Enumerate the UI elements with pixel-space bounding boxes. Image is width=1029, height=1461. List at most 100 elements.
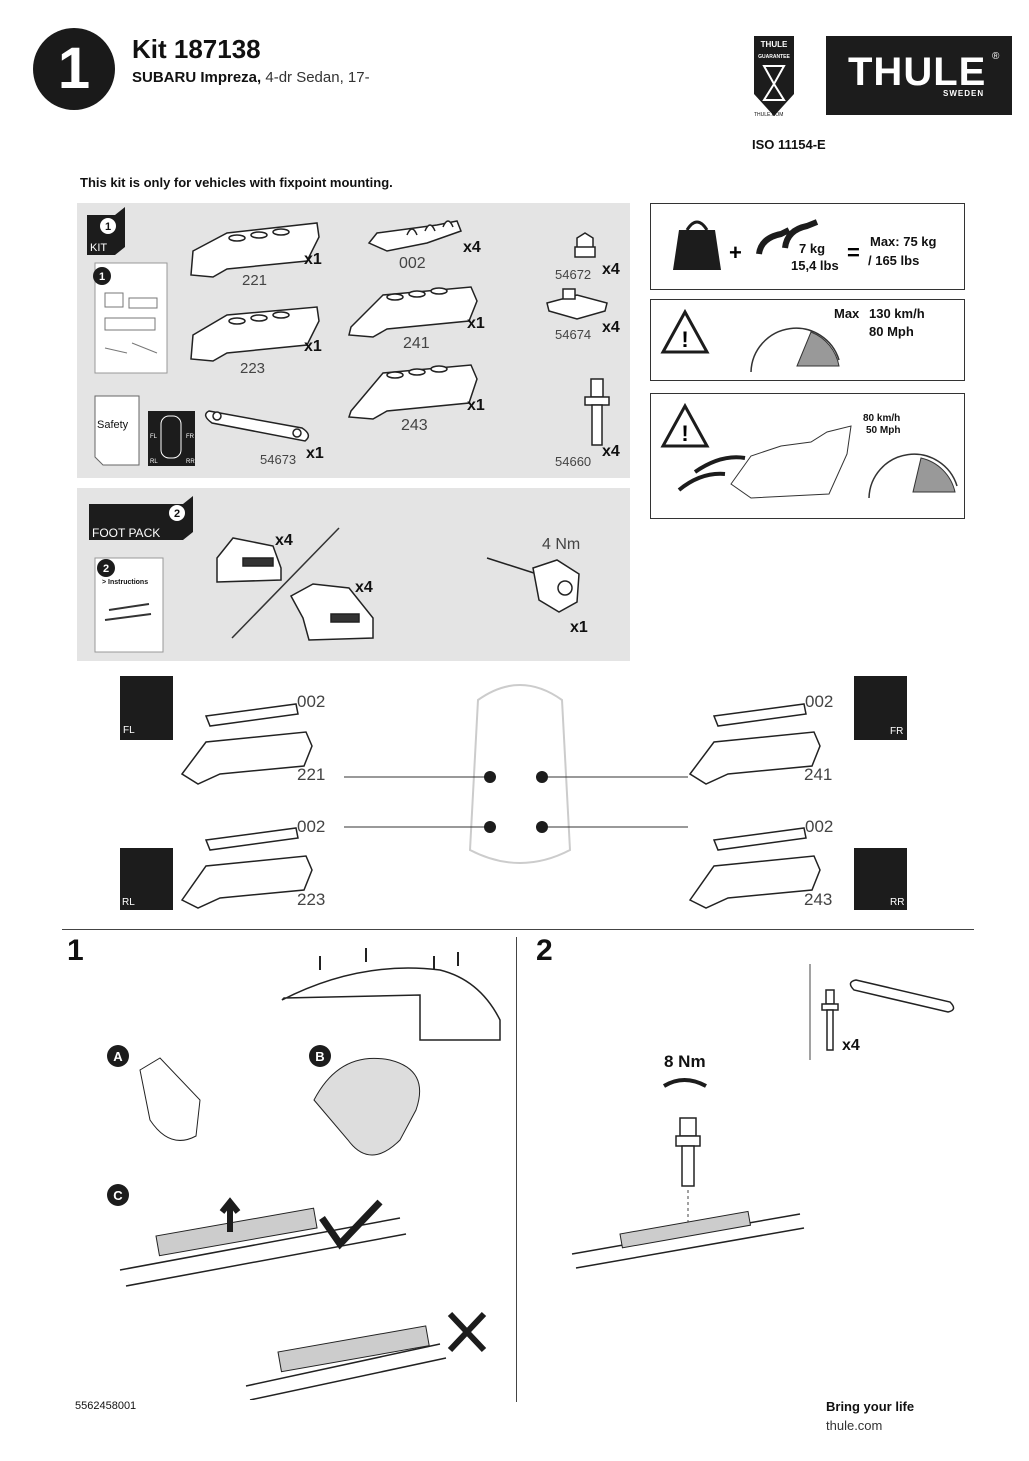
fitting-position-diagram — [120, 676, 907, 910]
guarantee-badge-icon: THULE GUARANTEE — [754, 36, 794, 116]
step2-torque: 8 Nm — [664, 1052, 706, 1071]
logo-reg: ® — [992, 51, 1000, 62]
bolt-small-icon — [821, 989, 839, 1051]
svg-text:!: ! — [681, 327, 688, 352]
fr-pad-icon — [688, 731, 821, 785]
code-223: 223 — [240, 360, 266, 377]
thule-logo: THULE SWEDEN ® — [826, 36, 1012, 115]
footer-url[interactable]: thule.com — [826, 1418, 883, 1433]
guarantee-top-text: THULE — [761, 40, 788, 49]
rl-pad-icon — [180, 855, 313, 909]
bar-weight-lbs: 15,4 lbs — [791, 258, 839, 273]
foot-flush-icon — [289, 583, 374, 641]
foot-evo-icon — [216, 537, 282, 583]
car-top-icon: FL FR RL RR — [148, 411, 195, 466]
clip-54674-icon — [546, 288, 608, 320]
tag-fl: FL — [123, 725, 135, 736]
roof-bars-icon — [756, 219, 819, 255]
step1-a: A — [113, 1049, 123, 1064]
speed-limit-box: ! Max 130 km/h 80 Mph — [650, 299, 965, 381]
hand-clean-icon — [139, 1057, 201, 1141]
warning-icon — [660, 308, 710, 354]
rail-icon-2 — [245, 1343, 447, 1400]
qty-241: x1 — [467, 315, 485, 332]
foot-booklet-label: > Instructions — [102, 579, 148, 586]
car-roof-icon — [281, 967, 501, 1041]
fr-clamp-icon — [712, 703, 807, 727]
corner-rl-icon — [120, 848, 173, 910]
fl-pad-icon — [180, 731, 313, 785]
wind-icons: ! — [660, 402, 958, 499]
step2-illustrations — [571, 964, 955, 1269]
rr-top-code: 002 — [805, 817, 834, 836]
rotate-arrow-icon — [662, 1078, 707, 1088]
qty-002: x4 — [463, 239, 481, 256]
foot-qty-1: x4 — [275, 532, 293, 549]
rr-pad-icon — [688, 855, 821, 909]
pad-221-icon — [190, 222, 320, 278]
safety-booklet-icon: Safety — [94, 395, 140, 466]
warning-icon-2 — [660, 402, 710, 448]
document-code: 5562458001 — [75, 1400, 137, 1412]
corner-fl-icon — [120, 676, 173, 740]
car-side-icon — [730, 425, 852, 499]
rr-bottom-code: 243 — [804, 890, 833, 909]
pad-241-icon — [348, 286, 478, 338]
pad-223-icon — [190, 306, 320, 362]
logo-word: THULE — [848, 50, 987, 94]
wind-kmh: 80 km/h — [863, 413, 901, 424]
step2-qty: x4 — [842, 1037, 860, 1054]
wind-mph: 50 Mph — [866, 425, 901, 436]
rr-clamp-icon — [712, 827, 807, 851]
step1-b: B — [315, 1049, 324, 1064]
code-002: 002 — [399, 255, 426, 272]
corner-fr-icon — [854, 676, 907, 740]
corner-tag-fr: FR — [186, 434, 195, 440]
qty-54674: x4 — [602, 319, 620, 336]
clamp-002-icon — [367, 220, 462, 252]
step-divider — [516, 937, 517, 1402]
foot-pack-illustrations: 2 FOOT PACK 2 > Instructions — [89, 496, 580, 653]
vehicle-subtitle: SUBARU Impreza, 4-dr Sedan, 17- — [132, 69, 370, 86]
bolt-54660-icon — [584, 378, 610, 446]
max-load-lbs: / 165 lbs — [868, 253, 920, 268]
code-54674: 54674 — [555, 327, 592, 342]
corner-tag-fl: FL — [150, 434, 158, 440]
step1-illustrations: A B C — [107, 948, 501, 1400]
iso-standard: ISO 11154-E — [752, 137, 826, 152]
qty-223: x1 — [304, 338, 322, 355]
guarantee-mid-text: GUARANTEE — [758, 54, 790, 60]
wind-arrows-icon — [677, 455, 746, 492]
speed-mph: 80 Mph — [869, 324, 914, 339]
rl-top-code: 002 — [297, 817, 326, 836]
code-221: 221 — [242, 272, 268, 289]
qty-54672: x4 — [602, 261, 620, 278]
fr-top-code: 002 — [805, 692, 834, 711]
qty-54660: x4 — [602, 443, 620, 460]
plus-sign: + — [729, 240, 742, 265]
instr-booklet-num: 1 — [99, 271, 105, 283]
foot-qty-2: x4 — [355, 579, 373, 596]
code-54660: 54660 — [555, 454, 592, 469]
speedometer-icon — [750, 327, 840, 373]
code-241: 241 — [403, 335, 430, 352]
torque-label: 4 Nm — [542, 536, 581, 553]
max-load-kg: Max: 75 kg — [870, 234, 937, 249]
vehicle-make: SUBARU Impreza, — [132, 69, 262, 86]
speed-kmh: 130 km/h — [869, 306, 925, 321]
fixpoint-notice: This kit is only for vehicles with fixpo… — [80, 175, 393, 190]
step1-number: 1 — [67, 934, 84, 967]
speedometer-icon-2 — [868, 453, 958, 499]
down-arrows-icon — [319, 948, 459, 970]
kit-contents-panel: 1 KIT 1 Safety FL FR RL RR — [77, 203, 630, 478]
code-54672: 54672 — [555, 267, 592, 282]
pad-243-icon — [347, 364, 478, 420]
kit-badge-num: 1 — [105, 221, 111, 233]
rl-clamp-icon — [204, 827, 299, 851]
code-54673: 54673 — [260, 452, 297, 467]
kit-badge-icon: 1 KIT — [87, 207, 125, 255]
instruction-booklet-icon: 1 — [93, 262, 168, 374]
foot-badge-label: FOOT PACK — [92, 526, 160, 540]
step1-c: C — [113, 1188, 123, 1203]
load-capacity-box: + = 7 kg 15,4 lbs Max: 75 kg / 165 lbs — [650, 203, 965, 290]
